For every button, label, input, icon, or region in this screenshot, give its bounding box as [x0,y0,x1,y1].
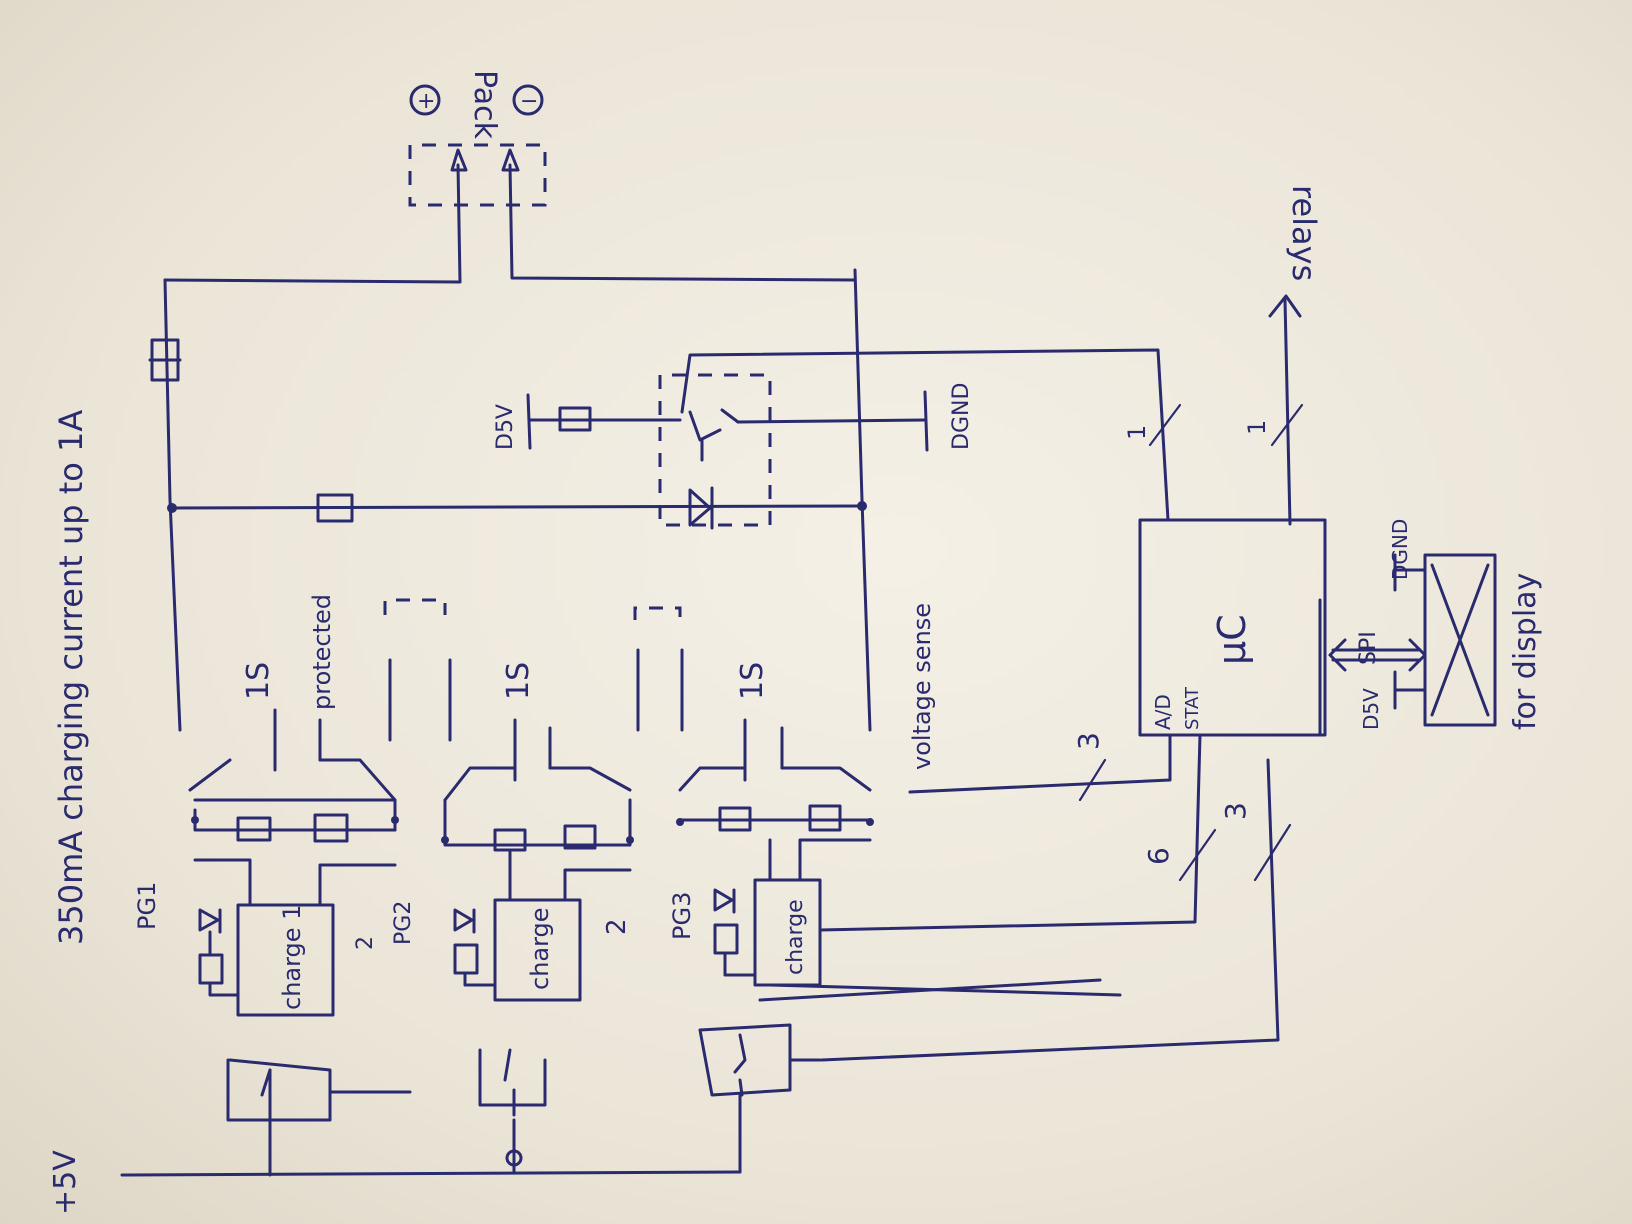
mcu-label: µC [1210,614,1254,665]
pg-led-1 [198,908,240,997]
pg2-label: PG2 [391,901,416,945]
sense-line [168,504,864,510]
junction-right [857,501,867,511]
voltage-sense-label: voltage sense [908,603,936,770]
cell-slot-2 [633,606,682,620]
charger-2-pin: 2 [602,918,632,935]
dgnd-bottom-label: DGND [1388,519,1412,580]
bus-slash-1b [1270,403,1304,447]
cell-3 [676,718,874,832]
dgnd-top-wire [736,418,927,424]
pg3-label: PG3 [668,892,696,940]
relays-arrow [1268,294,1302,318]
switch-bus [820,758,1280,1062]
charger-2-leads [508,848,632,902]
bus-count-3b: 3 [1219,802,1252,820]
switch-2 [478,1048,547,1167]
display-label: for display [1508,573,1543,730]
pack-minus-wire [508,163,857,282]
cell-2 [441,718,634,852]
bus-slash-6 [1178,828,1217,882]
charger-3-leads [768,838,872,882]
wiring [120,163,1304,1177]
spi-link [1331,648,1422,662]
relays-line [1283,298,1292,526]
mcu-stat-label: STAT [1182,686,1203,730]
switch-3 [698,1023,822,1097]
pg-led-2 [453,908,497,987]
sense-resistor [316,493,354,523]
cell-slot-1 [383,598,447,615]
relays-label: relays [1285,185,1323,281]
cell-slot-1-sides [388,658,452,742]
charging-note: 350mA charging current up to 1A [52,410,90,945]
d5v-top-label: D5V [493,404,518,450]
pack-minus-rail [853,268,872,732]
cell-slot-2-sides [636,648,684,732]
spi-label: SPI [1356,631,1381,665]
mcu-ad-label: A/D [1151,694,1175,730]
pg1-label: PG1 [133,882,161,930]
plus5v-label: +5V [48,1150,83,1215]
cell-1-label: 1S [241,662,276,700]
bus-count-6: 6 [1142,847,1175,865]
bus-count-3: 3 [1072,732,1105,750]
charger-1 [236,903,335,1017]
pack-plus-wire [163,163,462,284]
plus5v-rail [120,1170,742,1177]
display-module [1328,553,1497,727]
fuse-symbol [148,338,182,382]
bus-slash-3b [1253,823,1292,882]
voltage-sense-wire [908,733,1172,794]
switch-1 [226,1058,412,1142]
pack-minus-marker [512,84,544,116]
bus-slash-3 [1078,758,1107,802]
dgnd-top-label: DGND [949,383,974,450]
optocoupler [558,373,772,530]
bus-count-1a: 1 [1123,425,1151,440]
dgnd-top-bar [923,390,929,452]
pack-plus-rail [163,278,182,732]
cell-1 [188,708,399,843]
charger-2-label: charge [526,907,554,990]
charger-3-label: charge [783,899,808,975]
charger-1-label: charge 1 [278,905,306,1010]
junction-left [167,503,177,513]
pack-label: Pack [467,70,502,140]
bus-slash-1a [1148,403,1182,447]
charger-1-pin: 2 [353,936,378,950]
pg-led-3 [713,888,757,977]
charger-1-leads [193,858,397,907]
opto-collector-wire [680,348,1170,522]
stat-bus [818,733,1202,932]
cell-2-label: 1S [501,662,536,700]
charger-2 [493,898,582,1002]
d5v-bottom-label: D5V [1359,688,1383,730]
pack-plus-sign: + [417,89,435,114]
pack-minus-sign: − [520,89,538,114]
microcontroller [1138,518,1327,737]
d5v-top-resistor [558,406,592,432]
charger3-bus-b [768,983,1122,997]
pack-plus-marker [409,84,441,116]
pack-connector [408,143,547,207]
cell-1-note: protected [308,594,336,710]
charger-3 [753,878,822,987]
cell-3-label: 1S [735,662,770,700]
d5v-top-bar [526,393,532,450]
bus-count-1b: 1 [1243,420,1271,435]
